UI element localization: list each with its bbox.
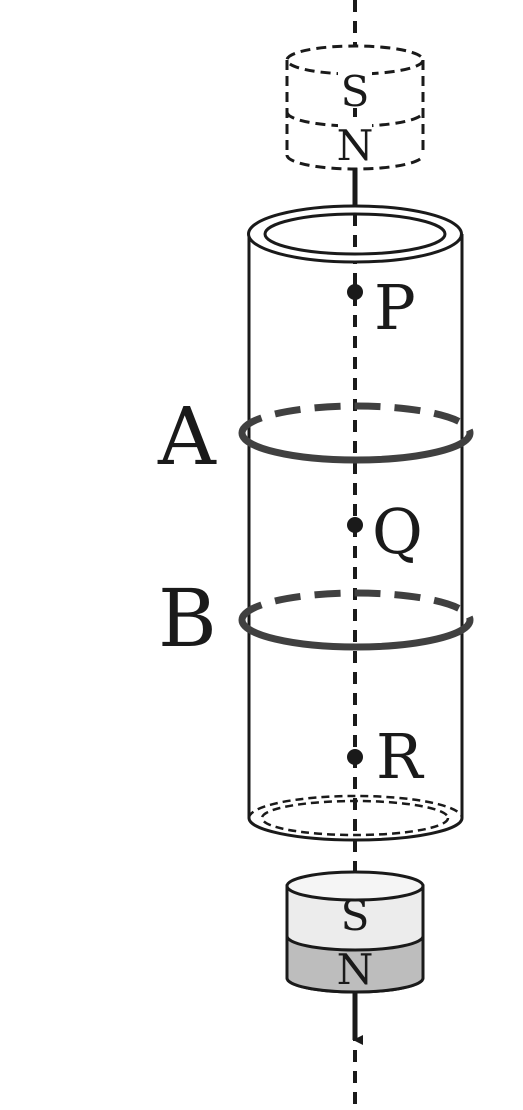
ring-b: [238, 589, 474, 651]
point-q-dot: [347, 517, 363, 533]
tube: [247, 204, 464, 842]
magnet-bottom-s-label: S: [341, 891, 370, 940]
ring-a: [238, 402, 474, 464]
point-r-label: R: [376, 720, 425, 793]
point-p-label: P: [374, 271, 416, 344]
magnet-falling: S N: [285, 870, 425, 994]
ring-b-label: B: [158, 572, 217, 665]
magnet-top-s-label: S: [341, 67, 370, 116]
point-q-label: Q: [372, 495, 423, 568]
point-r-dot: [347, 749, 363, 765]
magnet-top-n-label: N: [337, 121, 374, 170]
ring-a-label: A: [157, 390, 217, 483]
magnet-initial-position: S N: [285, 44, 425, 171]
point-p-dot: [347, 284, 363, 300]
magnet-bottom-n-label: N: [337, 945, 374, 994]
